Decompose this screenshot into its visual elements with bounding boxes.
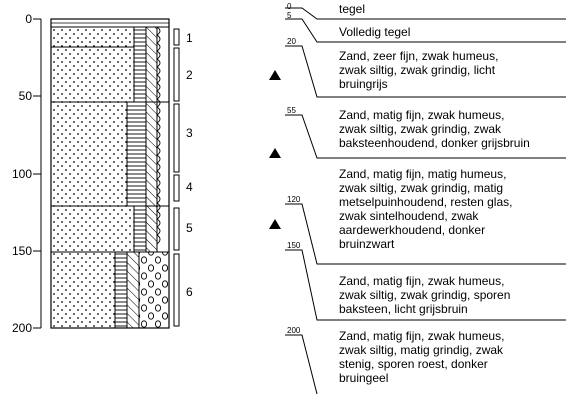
sample-label-4: 4 [186, 180, 193, 194]
depth-axis: 0 50 100 150 200 [12, 12, 41, 335]
sample-bracket-6: 6 [174, 254, 193, 326]
depth-tick-200: 200 [12, 321, 32, 335]
triangle-marker-icon [269, 70, 281, 80]
layer-description: tegel [339, 2, 365, 16]
layer-depth-150: 150 [287, 241, 301, 250]
layer-description: Zand, matig fijn, zwak humeus, zwak silt… [339, 274, 514, 316]
depth-tick-150: 150 [12, 244, 32, 258]
layer-depth-200: 200 [287, 326, 301, 335]
sample-label-5: 5 [186, 221, 193, 235]
triangle-marker-icon [269, 219, 281, 229]
layer-depth-5: 5 [287, 11, 292, 20]
sample-bracket-2: 2 [174, 48, 193, 101]
layer-description: Volledig tegel [339, 25, 410, 39]
layer-depth-20: 20 [287, 37, 296, 46]
layer-depth-55: 55 [287, 106, 296, 115]
layer-description: Zand, matig fijn, matig humeus, zwak sil… [339, 167, 516, 251]
layer-description: Zand, matig fijn, zwak humeus, zwak silt… [339, 329, 508, 385]
depth-tick-100: 100 [12, 167, 32, 181]
sample-bracket-1: 1 [174, 29, 193, 45]
layer-depth-0: 0 [287, 2, 292, 11]
sample-label-6: 6 [186, 285, 193, 299]
sample-bracket-3: 3 [174, 104, 193, 172]
layer-depth-120: 120 [287, 195, 301, 204]
layer-descriptions: tegel Volledig tegel Zand, zeer fijn, zw… [339, 2, 530, 385]
layer-description: Zand, zeer fijn, zwak humeus, zwak silti… [339, 49, 502, 91]
sample-brackets: 1 2 3 4 5 6 [174, 29, 193, 326]
layer-description: Zand, matig fijn, zwak humeus, zwak silt… [339, 108, 530, 150]
depth-tick-50: 50 [19, 89, 33, 103]
sample-label-1: 1 [186, 31, 193, 45]
borehole-column [51, 19, 169, 328]
description-depths: 0 5 20 55 120 150 200 [287, 2, 301, 335]
sample-label-2: 2 [186, 68, 193, 82]
sample-bracket-4: 4 [174, 175, 193, 201]
sample-bracket-5: 5 [174, 208, 193, 250]
depth-tick-0: 0 [25, 12, 32, 26]
triangle-markers [269, 70, 281, 229]
triangle-marker-icon [269, 148, 281, 158]
sample-label-3: 3 [186, 126, 193, 140]
